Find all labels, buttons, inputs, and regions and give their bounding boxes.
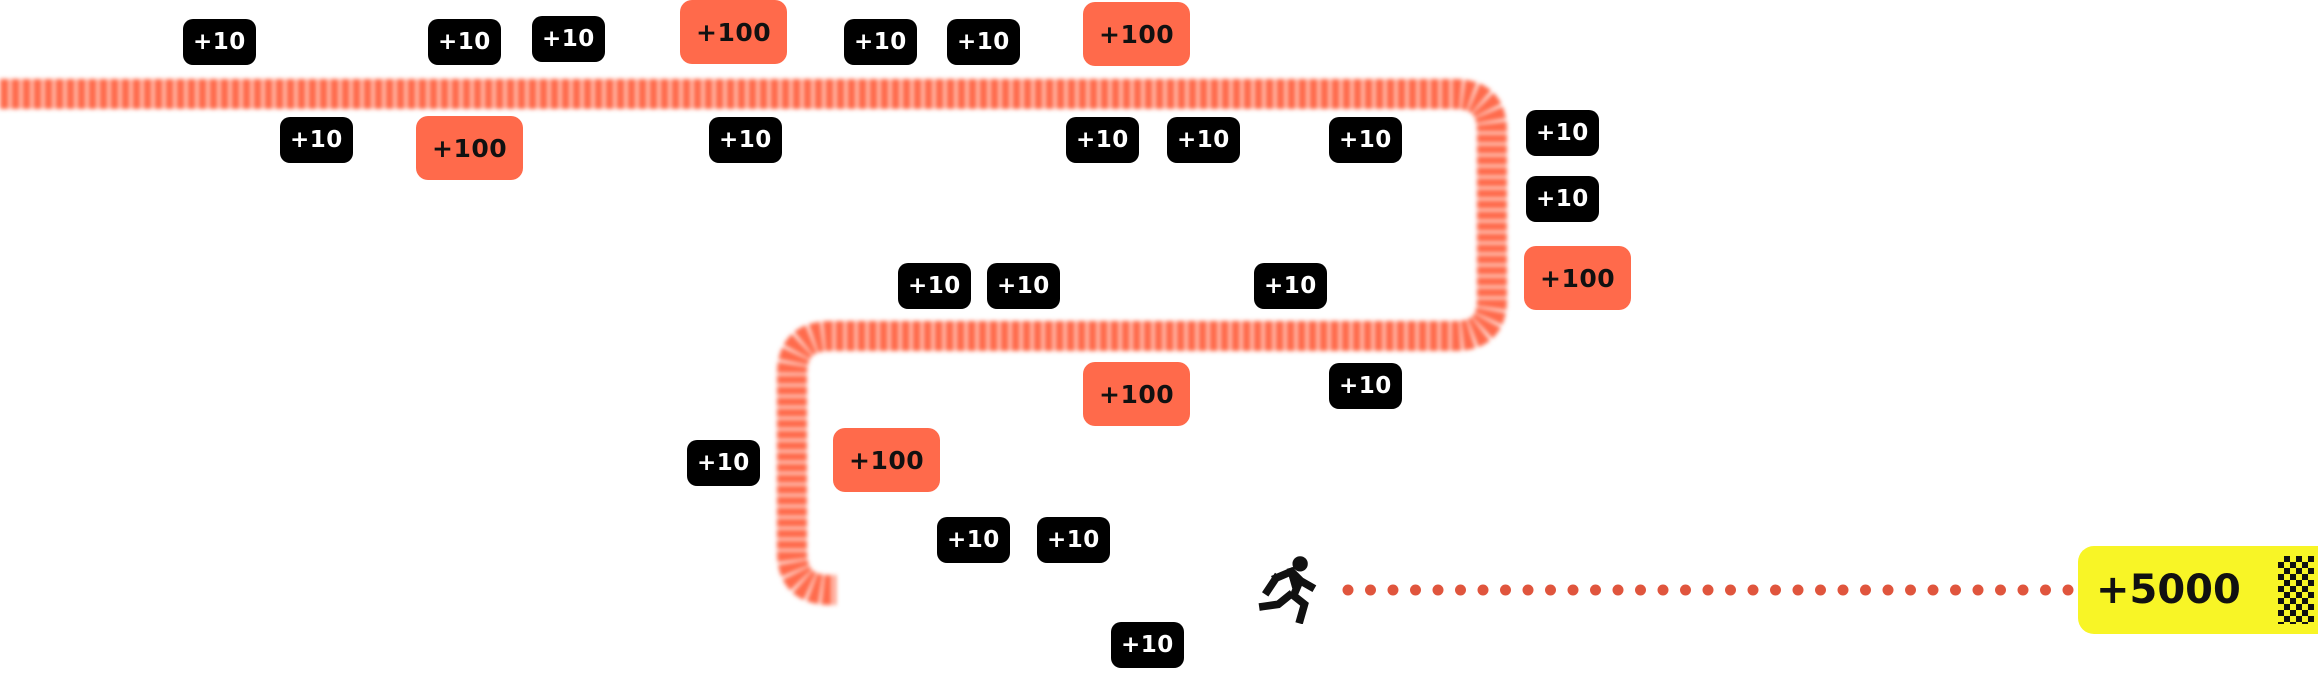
reward-badge-small: +10 (1167, 117, 1240, 163)
reward-badge-large: +100 (1083, 2, 1191, 66)
reward-badge-small: +10 (1526, 110, 1599, 156)
reward-badge-large: +100 (833, 428, 941, 492)
checkered-flag-icon (2278, 556, 2314, 624)
reward-badge-small: +10 (687, 440, 760, 486)
runner-icon (1258, 556, 1317, 624)
reward-badge-large: +100 (1083, 362, 1191, 426)
reward-badge-small: +10 (844, 19, 917, 65)
reward-badge-small: +10 (1066, 117, 1139, 163)
reward-badge-small: +10 (428, 19, 501, 65)
completed-track (0, 79, 1507, 605)
reward-badge-small: +10 (1254, 263, 1327, 309)
reward-badge-small: +10 (937, 517, 1010, 563)
reward-badge-small: +10 (1111, 622, 1184, 668)
reward-badge-small: +10 (1329, 117, 1402, 163)
reward-badge-small: +10 (1329, 363, 1402, 409)
reward-badge-small: +10 (709, 117, 782, 163)
reward-badge-small: +10 (898, 263, 971, 309)
reward-badge-large: +100 (680, 0, 788, 64)
reward-badge-small: +10 (987, 263, 1060, 309)
reward-badge-small: +10 (947, 19, 1020, 65)
finish-reward-badge: +5000 (2078, 546, 2318, 634)
reward-badge-small: +10 (532, 16, 605, 62)
reward-badge-large: +100 (416, 116, 524, 180)
reward-badge-large: +100 (1524, 246, 1632, 310)
reward-badge-small: +10 (183, 19, 256, 65)
reward-badge-small: +10 (1526, 176, 1599, 222)
finish-reward-label: +5000 (2096, 567, 2241, 613)
reward-badge-small: +10 (280, 117, 353, 163)
reward-badge-small: +10 (1037, 517, 1110, 563)
